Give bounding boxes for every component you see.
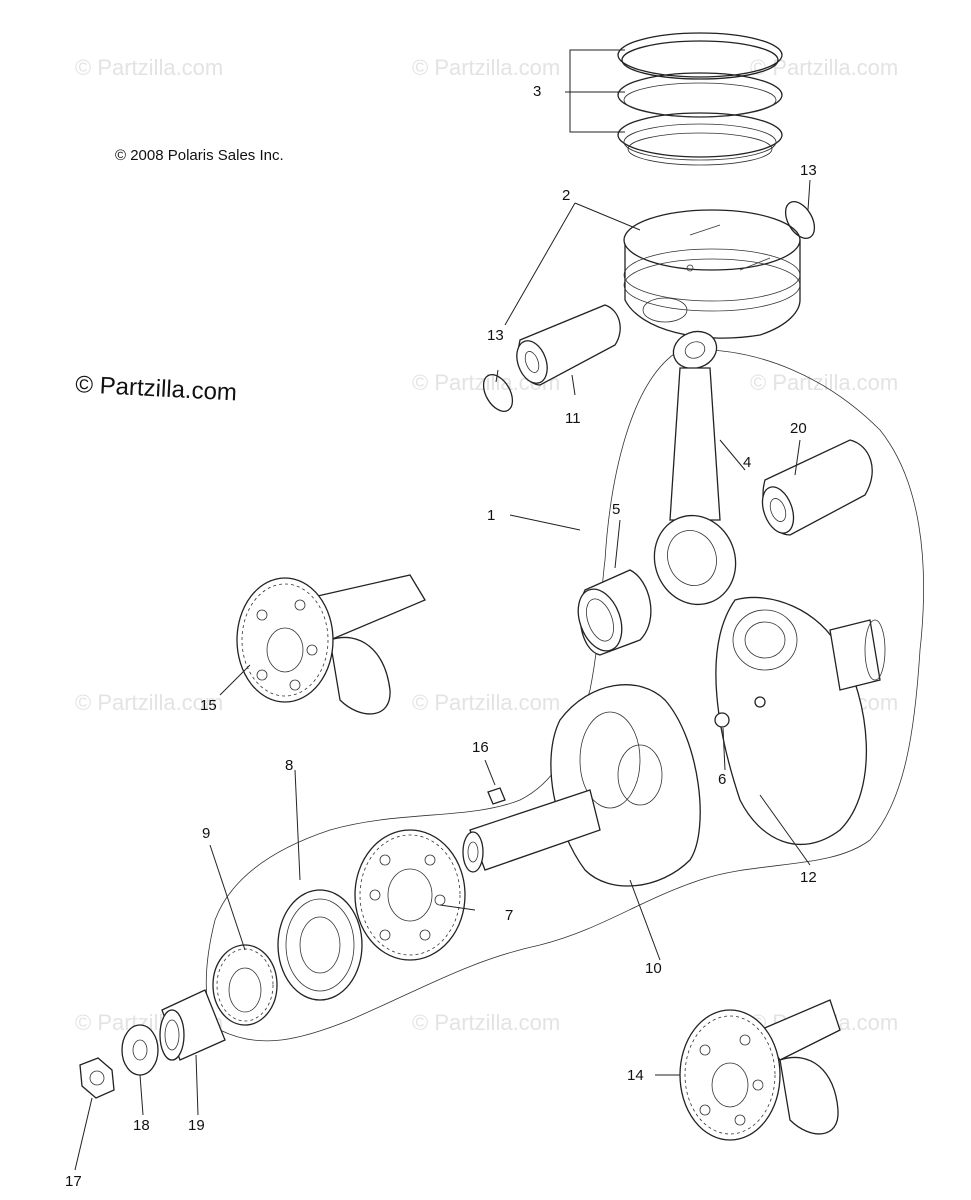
connecting-rod xyxy=(653,330,737,606)
crank-gear xyxy=(354,829,466,961)
piston-rings xyxy=(617,32,783,166)
watermark: © Partzilla.com xyxy=(412,1010,560,1035)
watermark: © Partzilla.com xyxy=(75,55,223,80)
callout-10: 10 xyxy=(645,960,662,977)
piston-pin xyxy=(516,304,621,386)
crank-web-left xyxy=(462,684,701,887)
callout-13: 13 xyxy=(800,162,817,179)
watermark: © Partzilla.com xyxy=(412,55,560,80)
circlip-lower xyxy=(482,374,514,412)
leader-lines xyxy=(74,49,811,1171)
callout-8: 8 xyxy=(285,757,293,774)
callout-13: 13 xyxy=(487,327,504,344)
ball-bearing xyxy=(277,889,363,1001)
woodruff-key xyxy=(487,787,506,805)
balance-shaft-upper xyxy=(236,574,426,715)
balance-shaft-lower xyxy=(679,999,841,1141)
needle-bearing-small xyxy=(159,989,226,1061)
nut xyxy=(79,1057,115,1099)
callout-15: 15 xyxy=(200,697,217,714)
callout-9: 9 xyxy=(202,825,210,842)
callout-18: 18 xyxy=(133,1117,150,1134)
watermark: © Partzilla.com xyxy=(750,55,898,80)
callout-19: 19 xyxy=(188,1117,205,1134)
watermark-group: © Partzilla.com © Partzilla.com © Partzi… xyxy=(75,55,898,1035)
callout-4: 4 xyxy=(743,454,751,471)
callout-17: 17 xyxy=(65,1173,82,1190)
callout-labels: 3 2 13 13 11 4 20 1 5 6 12 10 7 8 9 16 1… xyxy=(65,83,817,1190)
watermark: © Partzilla.com xyxy=(412,690,560,715)
watermark: © Partzilla.com xyxy=(750,370,898,395)
washer xyxy=(121,1024,159,1076)
partzilla-brand: © Partzilla.com xyxy=(75,371,238,406)
callout-6: 6 xyxy=(718,771,726,788)
watermark: © Partzilla.com xyxy=(75,690,223,715)
piston xyxy=(623,209,801,339)
dowel-pins xyxy=(714,696,766,728)
crank-web-right xyxy=(715,596,886,846)
callout-3: 3 xyxy=(533,83,541,100)
callout-20: 20 xyxy=(790,420,807,437)
callout-5: 5 xyxy=(612,501,620,518)
callout-11: 11 xyxy=(565,410,581,427)
callout-12: 12 xyxy=(800,869,817,886)
crank-pin xyxy=(761,439,873,536)
circlip-upper xyxy=(784,201,816,239)
callout-1: 1 xyxy=(487,507,495,524)
callout-2: 2 xyxy=(562,187,570,204)
copyright-notice: © 2008 Polaris Sales Inc. xyxy=(115,147,284,164)
callout-14: 14 xyxy=(627,1067,644,1084)
needle-bearing xyxy=(577,569,652,656)
callout-16: 16 xyxy=(472,739,489,756)
callout-7: 7 xyxy=(505,907,513,924)
sprocket-gear xyxy=(212,944,278,1026)
